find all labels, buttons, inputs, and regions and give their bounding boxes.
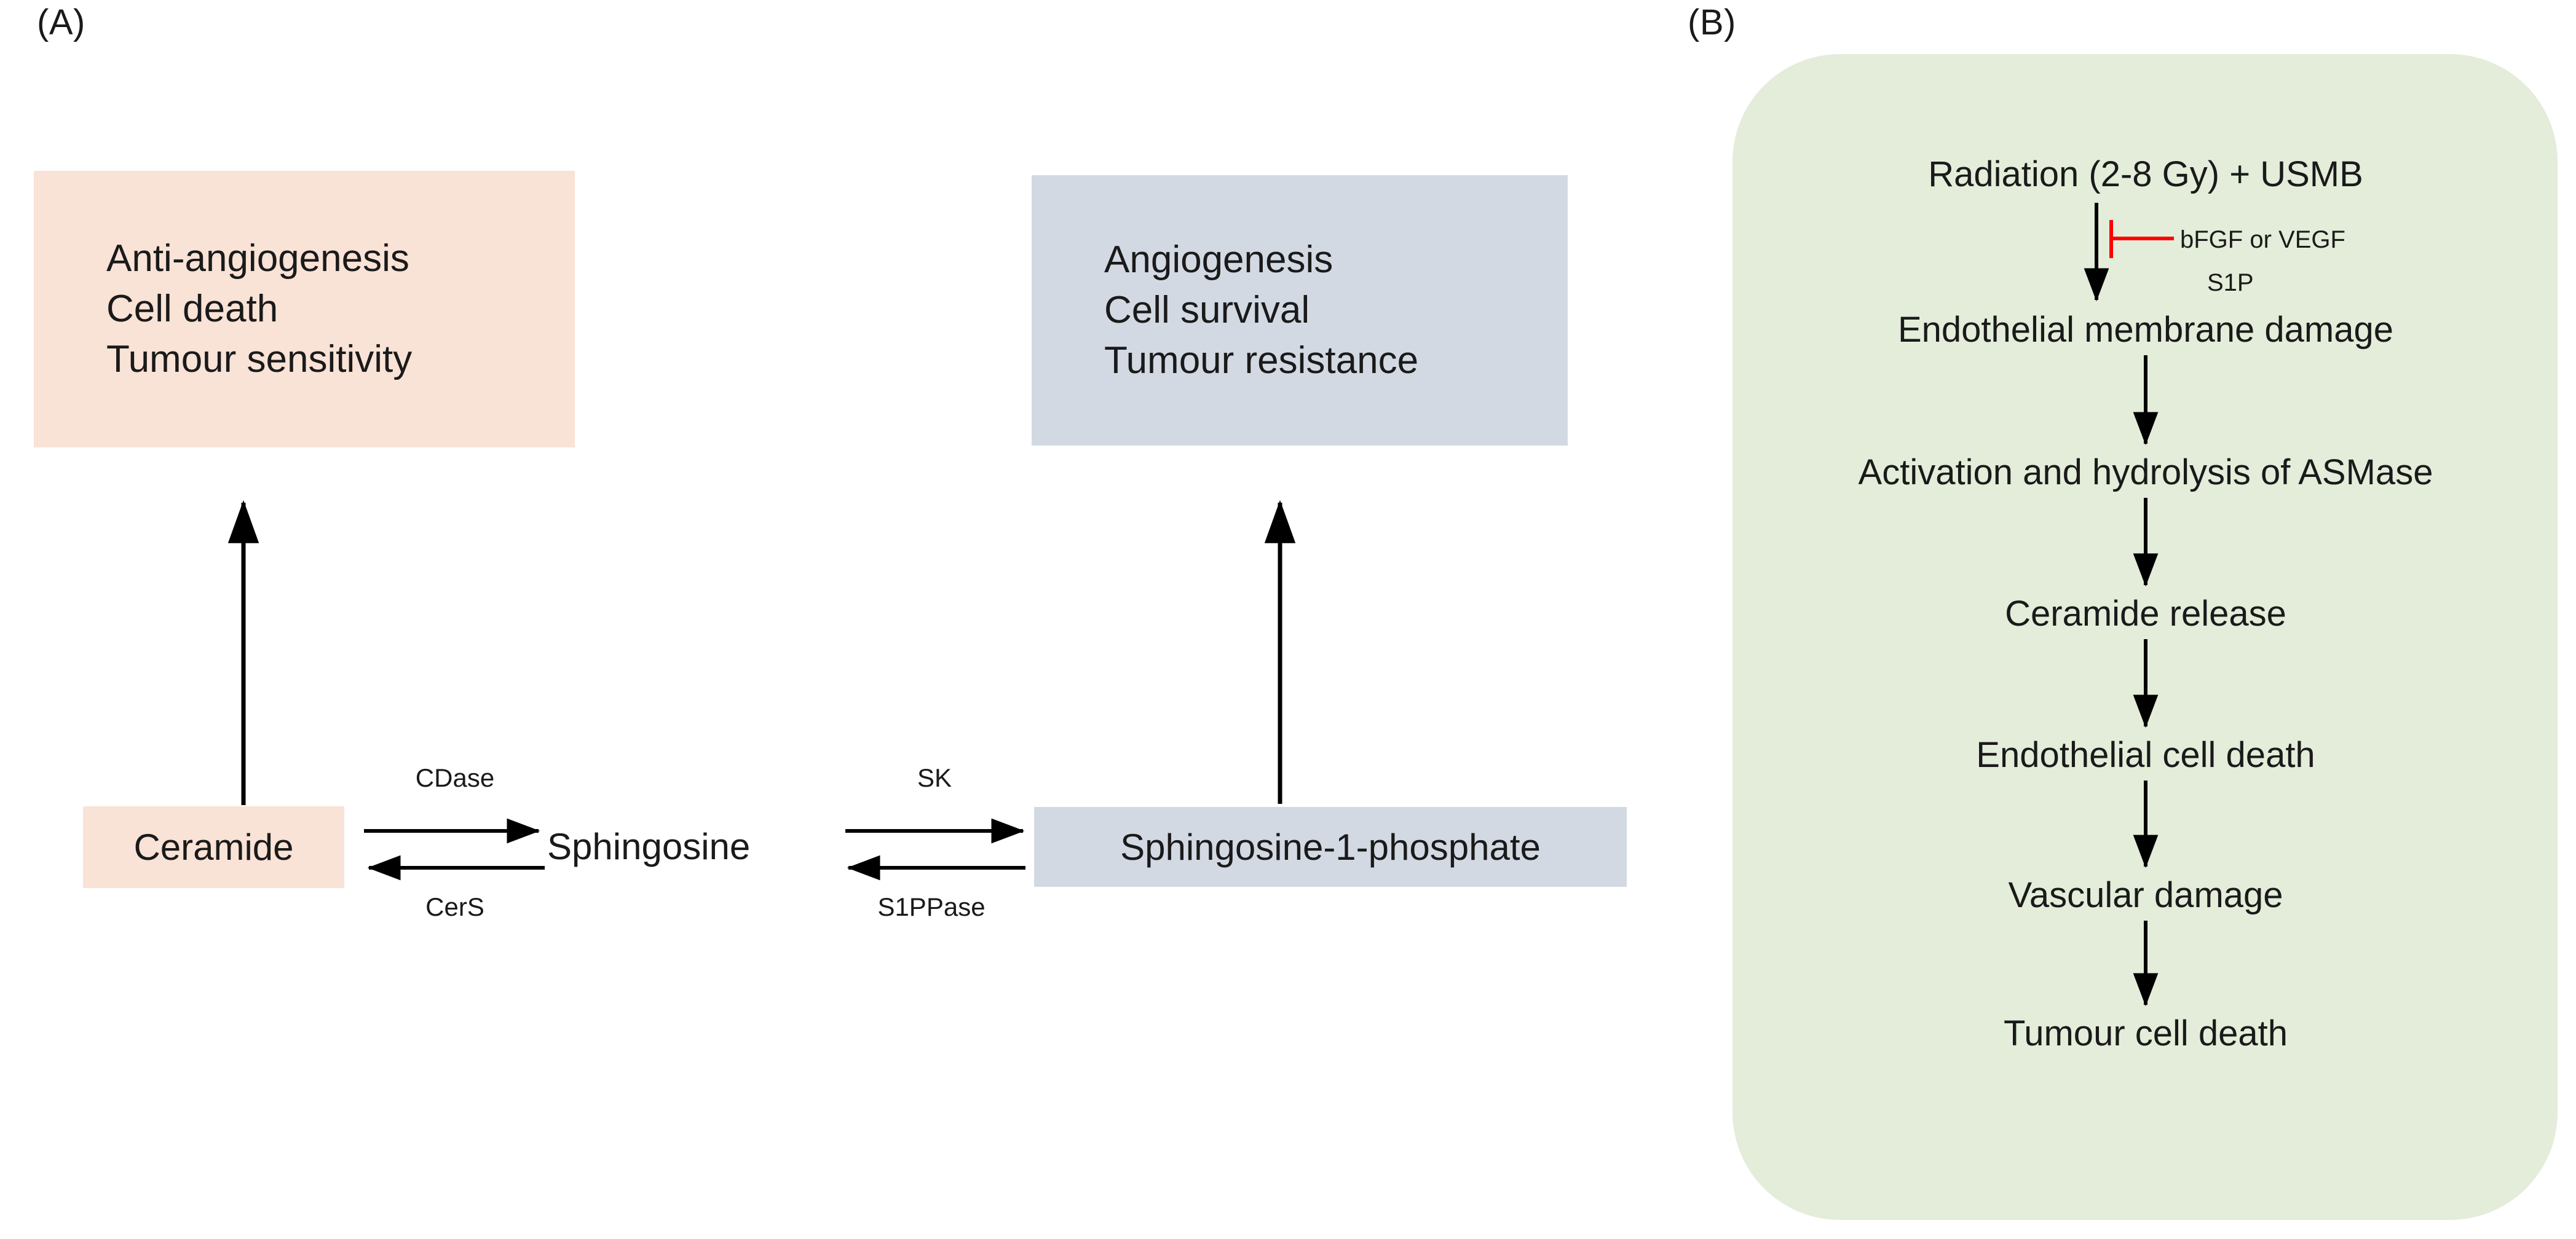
panel-b-step-endothelial-membrane-damage: Endothelial membrane damage xyxy=(1897,310,2394,350)
enzyme-label-cers: CerS xyxy=(425,892,484,921)
panel-a-node-sphingosine: Sphingosine xyxy=(547,828,750,865)
enzyme-label-sk: SK xyxy=(917,763,952,792)
enzyme-label-s1ppase: S1PPase xyxy=(877,892,986,921)
panel-b-background xyxy=(1732,54,2558,1220)
panel-b-letter: (B) xyxy=(1688,2,1736,42)
angiogenesis-line-2: Cell survival xyxy=(1104,289,1310,332)
panel-b-step-ceramide-release: Ceramide release xyxy=(2005,594,2286,634)
angiogenesis-line-3: Tumour resistance xyxy=(1104,339,1419,382)
panel-a-node-ceramide: Ceramide xyxy=(83,806,344,888)
s1p-label: Sphingosine-1-phosphate xyxy=(1120,826,1541,868)
panel-b-step-asmase-activation: Activation and hydrolysis of ASMase xyxy=(1858,452,2433,492)
panel-b-step-vascular-damage: Vascular damage xyxy=(2008,875,2283,915)
ceramide-label: Ceramide xyxy=(133,827,294,868)
anti-angiogenesis-line-2: Cell death xyxy=(106,288,279,331)
panel-b-step-radiation-usmb: Radiation (2-8 Gy) + USMB xyxy=(1928,154,2363,194)
sphingosine-label: Sphingosine xyxy=(547,826,751,867)
panel-a-angiogenesis-box: Angiogenesis Cell survival Tumour resist… xyxy=(1032,175,1568,446)
panel-b-inhibitor-s1p: S1P xyxy=(2207,269,2254,296)
panel-b-step-tumour-cell-death: Tumour cell death xyxy=(2003,1013,2288,1053)
enzyme-label-cdase: CDase xyxy=(415,763,495,792)
anti-angiogenesis-line-3: Tumour sensitivity xyxy=(106,337,413,380)
anti-angiogenesis-line-1: Anti-angiogenesis xyxy=(106,237,409,280)
panel-a-anti-angiogenesis-box: Anti-angiogenesis Cell death Tumour sens… xyxy=(34,171,575,447)
panel-b-inhibitor-bfgf-vegf: bFGF or VEGF xyxy=(2180,226,2345,253)
angiogenesis-line-1: Angiogenesis xyxy=(1104,238,1333,281)
panel-a-node-s1p: Sphingosine-1-phosphate xyxy=(1034,807,1627,887)
panel-b-step-endothelial-cell-death: Endothelial cell death xyxy=(1976,735,2315,775)
panel-a-letter: (A) xyxy=(37,2,85,42)
